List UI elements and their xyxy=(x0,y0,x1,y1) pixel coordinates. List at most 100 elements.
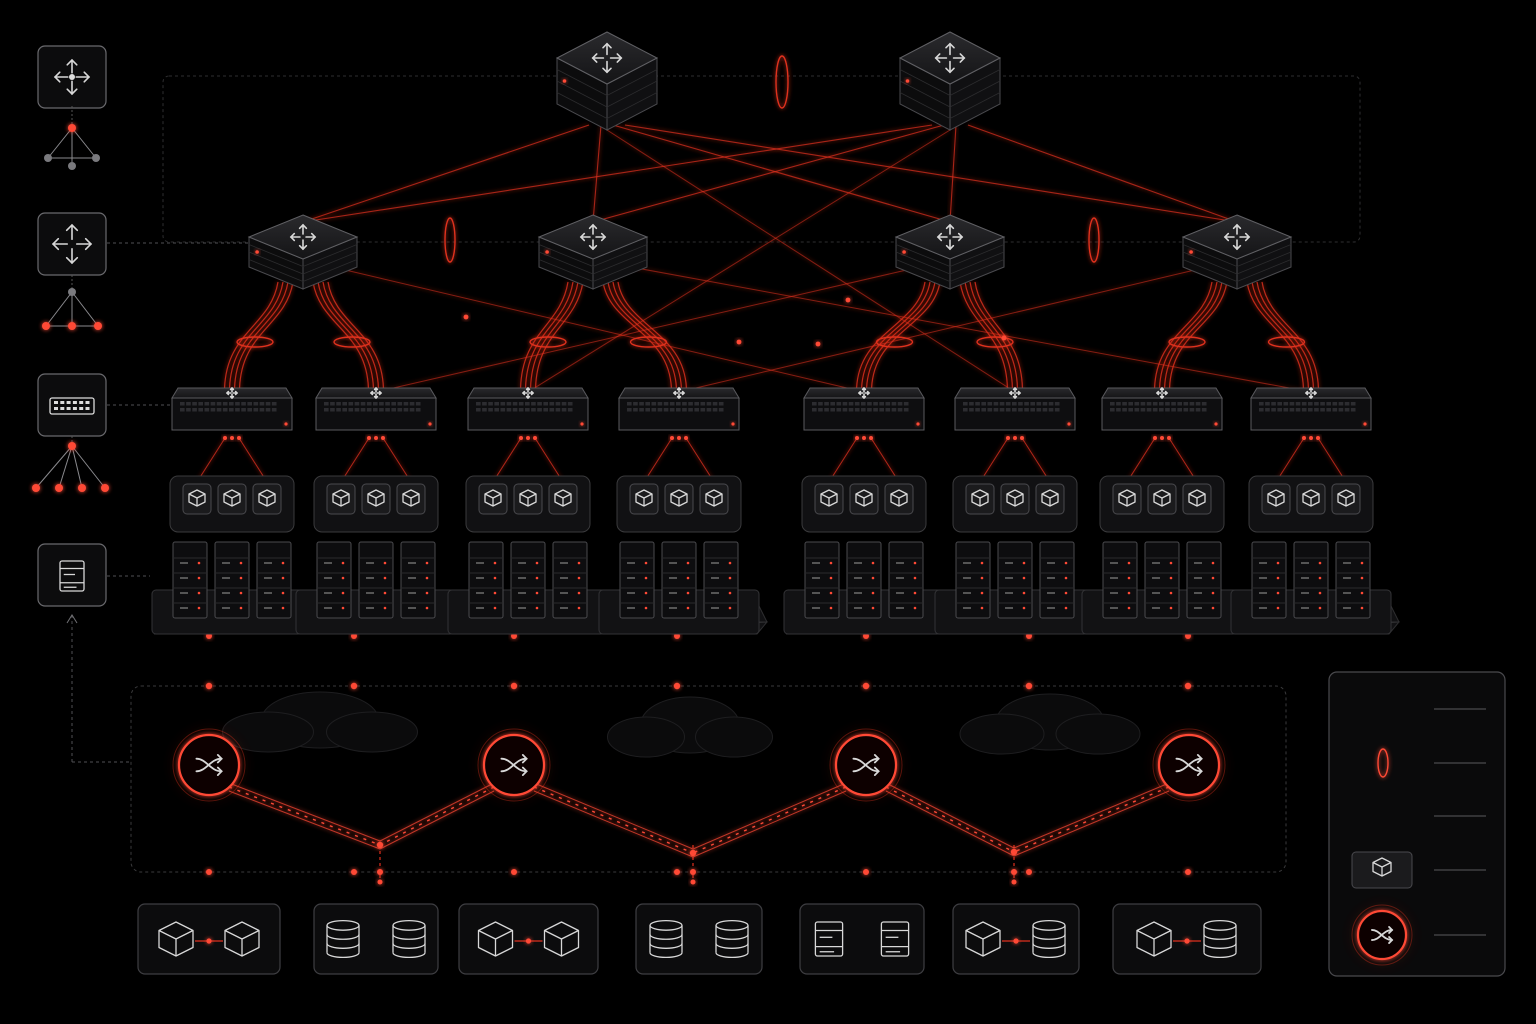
switch-port xyxy=(842,402,848,406)
switch-port xyxy=(812,408,817,412)
switch-port xyxy=(1128,402,1133,406)
switch-port xyxy=(518,402,524,406)
switch-port xyxy=(204,408,210,412)
tower-slot xyxy=(963,562,971,564)
uplink-bundle xyxy=(312,281,370,393)
uplink-bundle xyxy=(1261,281,1320,393)
group-link-dot xyxy=(206,938,212,944)
device-panel-line xyxy=(248,259,304,282)
aggregation-router xyxy=(537,214,649,290)
tower-slot xyxy=(812,592,820,594)
background-frames xyxy=(130,75,1361,873)
switch-port xyxy=(403,402,409,406)
link-node-dot xyxy=(1001,335,1007,341)
switch-port xyxy=(706,402,712,406)
tower-slot xyxy=(669,562,677,564)
switch-port xyxy=(963,408,968,412)
link-line xyxy=(340,437,370,483)
vm-cube-icon xyxy=(705,489,723,507)
tower-led xyxy=(425,606,429,610)
vm-cube-icon xyxy=(258,489,276,507)
tower-led xyxy=(239,606,243,610)
switch-port xyxy=(506,402,512,406)
fan-leaf-node xyxy=(101,484,109,492)
port-dot xyxy=(533,436,537,440)
switch-port xyxy=(1030,402,1035,406)
switch-port xyxy=(999,408,1005,412)
tower-slot xyxy=(1259,577,1267,579)
tower-slot xyxy=(1110,607,1118,609)
switch-port xyxy=(836,408,842,412)
bottom-resource-groups xyxy=(137,903,1262,975)
device-panel-line xyxy=(895,251,951,275)
switch-port xyxy=(259,402,265,406)
switch-port xyxy=(1005,402,1011,406)
link-line xyxy=(592,124,945,223)
tower-led xyxy=(1276,576,1280,580)
link-node-dot xyxy=(845,297,851,303)
resource-group xyxy=(313,903,439,975)
server-tower xyxy=(400,541,436,619)
device-panel-line xyxy=(302,244,358,267)
device-panel-line xyxy=(949,92,1001,119)
vm-module xyxy=(465,475,591,533)
database-icon xyxy=(392,919,426,959)
tower-slot xyxy=(324,577,332,579)
status-led xyxy=(916,422,920,426)
cloud-shape xyxy=(222,691,418,753)
cube-icon xyxy=(543,921,580,957)
switch-port xyxy=(1289,402,1295,406)
switch-port xyxy=(987,402,993,406)
switch-port xyxy=(993,402,999,406)
switch-port xyxy=(1140,402,1146,406)
switch-port xyxy=(1146,402,1152,406)
switch-port xyxy=(657,402,663,406)
switch-port xyxy=(1201,408,1207,412)
sidebar-box xyxy=(37,373,107,437)
uplink-bundle xyxy=(607,281,678,393)
tower-led xyxy=(1360,606,1364,610)
switch-port xyxy=(1271,408,1276,412)
tower-slot xyxy=(854,592,862,594)
tower-slot xyxy=(711,592,719,594)
switch-port xyxy=(336,408,341,412)
switch-port xyxy=(1350,402,1356,406)
vm-cube-icon xyxy=(820,489,838,507)
tower-slot xyxy=(560,607,568,609)
uplink-bundle xyxy=(964,281,1014,393)
switch-port xyxy=(1146,408,1152,412)
link-line xyxy=(592,124,602,223)
link-line xyxy=(1275,437,1305,483)
device-panel-line xyxy=(1236,244,1292,267)
tower-led xyxy=(577,606,581,610)
tower-led xyxy=(1211,576,1215,580)
switch-port xyxy=(1350,408,1356,412)
switch-port xyxy=(354,408,360,412)
switch-port xyxy=(360,408,366,412)
tower-slot xyxy=(560,592,568,594)
tower-slot xyxy=(1259,607,1267,609)
sidebar-item-server xyxy=(37,543,107,607)
tower-slot xyxy=(560,577,568,579)
switch-port xyxy=(663,408,669,412)
tower-slot xyxy=(669,607,677,609)
overlay-link xyxy=(228,786,381,846)
cube-icon xyxy=(158,921,194,957)
overlay-link xyxy=(533,790,694,858)
link-node-dot xyxy=(690,869,696,875)
tower-body xyxy=(358,541,394,619)
tower-slot xyxy=(518,607,526,609)
vm-cube-icon xyxy=(188,489,206,507)
link-line xyxy=(534,437,564,483)
switch-arrows-icon xyxy=(672,386,686,400)
device-panel-line xyxy=(949,80,1001,108)
overlay-switch-node xyxy=(1351,904,1413,966)
server-tower xyxy=(214,541,250,619)
switch-port xyxy=(867,402,872,406)
overlay-switch-node xyxy=(477,728,551,802)
switch-port xyxy=(1338,402,1344,406)
resource-group xyxy=(952,903,1080,975)
tower-body xyxy=(804,541,840,619)
link-node-dot xyxy=(350,682,358,690)
shuffle-icon xyxy=(500,754,528,776)
